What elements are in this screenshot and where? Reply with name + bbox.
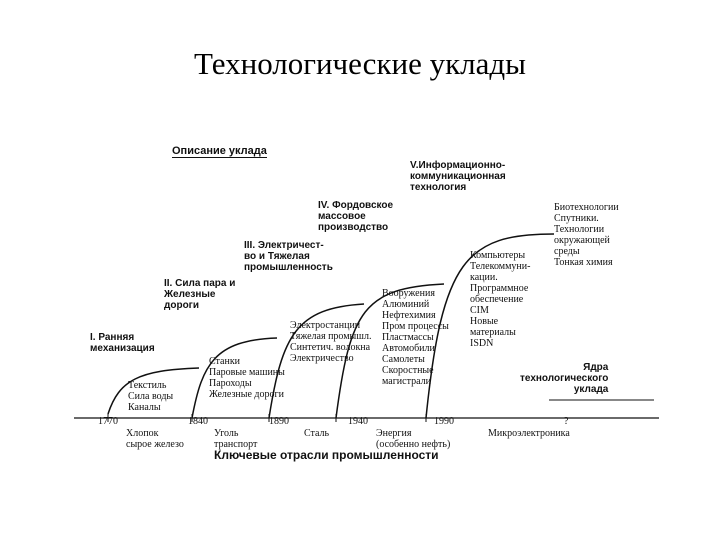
core-list-1: Текстиль Сила воды Каналы <box>128 380 174 413</box>
year-label: 1840 <box>188 416 208 427</box>
curve-stage-1 <box>107 367 200 415</box>
slide-title: Технологические уклады <box>194 46 526 81</box>
industry-label: Хлопок сырое железо <box>126 428 184 450</box>
year-label: 1770 <box>98 416 118 427</box>
curve-stage-5 <box>425 233 555 419</box>
industry-label: Энергия (особенно нефть) <box>376 428 451 450</box>
stage-label-1: I. Ранняя механизация <box>90 332 155 354</box>
core-list-4: Вооружения Алюминий Нефтехимия Пром проц… <box>382 288 449 387</box>
core-list-6: Биотехнологии Спутники. Технологии окруж… <box>554 202 619 268</box>
core-list-5: Компьютеры Телекоммуни- кации. Программн… <box>470 250 531 349</box>
curve-stage-4 <box>335 283 445 419</box>
year-label: 1940 <box>348 416 368 427</box>
core-label: Ядра технологического уклада <box>520 362 609 395</box>
curves-layer <box>74 233 659 422</box>
stage-label-5: V.Информационно- коммуникационная технол… <box>410 160 506 193</box>
stage-label-2: II. Сила пара и Железные дороги <box>164 278 236 311</box>
curve-stage-3 <box>268 303 365 419</box>
year-label: 1990 <box>434 416 454 427</box>
year-label: ? <box>564 416 569 427</box>
year-label: 1890 <box>269 416 289 427</box>
industry-label: Микроэлектроника <box>488 428 570 439</box>
core-list-2: Станки Паровые машины Пароходы Железные … <box>209 356 285 400</box>
axis-title: Ключевые отрасли промышленности <box>214 448 439 462</box>
stage-label-4: IV. Фордовское массовое производство <box>318 200 394 233</box>
industry-label: Уголь транспорт <box>214 428 258 450</box>
curve-stage-2 <box>191 337 278 419</box>
core-list-3: Электростанции Тяжелая промышл. Синтетич… <box>290 320 372 364</box>
stage-label-3: III. Электричест- во и Тяжелая промышлен… <box>244 240 333 273</box>
header-label: Описание уклада <box>172 145 267 158</box>
industry-label: Сталь <box>304 428 330 439</box>
technological-modes-diagram: Описание уклада I. Ранняя механизация II… <box>64 130 664 480</box>
